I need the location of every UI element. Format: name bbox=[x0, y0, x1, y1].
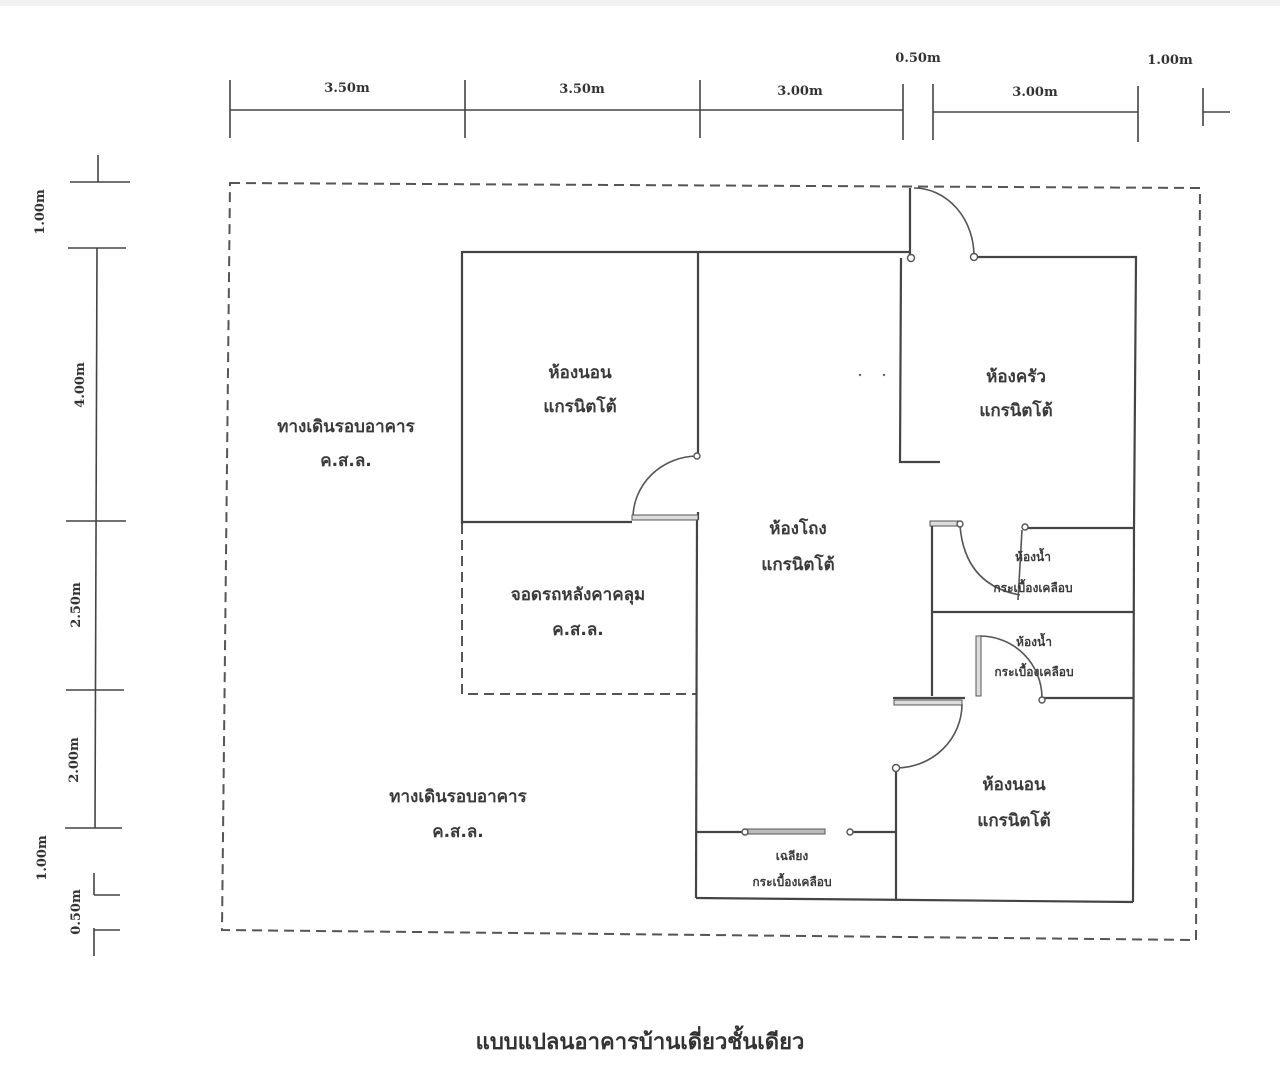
room-name: ห้องโถง bbox=[769, 518, 826, 539]
walkway-floor: ค.ส.ล. bbox=[320, 451, 372, 471]
door-swing-bedroom-1 bbox=[632, 455, 698, 519]
mark-dot bbox=[858, 373, 862, 377]
dim-label-left-1: 1.00m bbox=[33, 189, 48, 235]
room-porch: เฉลียง กระเบื้องเคลือบ bbox=[752, 849, 831, 889]
room-name: ห้องครัว bbox=[986, 367, 1046, 387]
dim-label-top-2: 3.50m bbox=[559, 82, 605, 97]
door-hinge bbox=[741, 828, 749, 836]
door-leaf-bathroom-2 bbox=[975, 635, 982, 697]
wall bbox=[694, 519, 699, 899]
walkway-west: ทางเดินรอบอาคาร ค.ส.ล. bbox=[277, 417, 415, 471]
left-dimension-chain: 1.00m 4.00m 2.50m 2.00m 1.00m 0.50m bbox=[33, 155, 130, 956]
door-swing-bathroom-1 bbox=[959, 525, 1021, 596]
room-labels: ห้องนอน แกรนิตโต้ ห้องครัว แกรนิตโต้ ห้อ… bbox=[277, 363, 1073, 889]
door-hinge bbox=[891, 763, 901, 773]
room-floor: ค.ส.ล. bbox=[552, 620, 604, 640]
room-name: ห้องนอน bbox=[548, 363, 612, 383]
door-swing-bedroom-2 bbox=[895, 703, 963, 769]
door-leaf-porch bbox=[744, 828, 826, 835]
room-bedroom-1: ห้องนอน แกรนิตโต้ bbox=[543, 363, 616, 417]
walkway-name: ทางเดินรอบอาคาร bbox=[389, 787, 527, 807]
plan-title: แบบแปลนอาคารบ้านเดี่ยวชั้นเดียว bbox=[475, 1030, 805, 1055]
door-hinge bbox=[969, 252, 979, 262]
door-swing-bathroom-2 bbox=[979, 635, 1043, 699]
site-boundary bbox=[220, 181, 1202, 942]
door-hinge bbox=[906, 253, 916, 263]
wall bbox=[1131, 527, 1136, 903]
room-name: ห้องนอน bbox=[982, 775, 1046, 795]
dim-label-left-4: 2.00m bbox=[67, 737, 82, 783]
building-walls bbox=[460, 188, 1138, 904]
room-floor: แกรนิตโต้ bbox=[979, 400, 1052, 421]
room-name: จอดรถหลังคาคลุม bbox=[511, 585, 645, 605]
dim-label-left-6: 0.50m bbox=[69, 889, 84, 935]
room-floor: แกรนิตโต้ bbox=[977, 810, 1050, 831]
door-leaf-bedroom-2 bbox=[893, 699, 963, 706]
room-bedroom-2: ห้องนอน แกรนิตโต้ bbox=[977, 775, 1050, 831]
room-kitchen: ห้องครัว แกรนิตโต้ bbox=[979, 367, 1052, 421]
door-leaf-bathroom-1 bbox=[929, 520, 961, 527]
dim-label-left-2: 4.00m bbox=[73, 362, 88, 408]
dim-label-left-3: 2.50m bbox=[69, 582, 84, 628]
carport-outline bbox=[461, 524, 697, 695]
room-name: เฉลียง bbox=[776, 849, 809, 863]
top-dimension-chain: 3.50m 3.50m 3.00m 0.50m 3.00m 1.00m bbox=[229, 51, 1230, 142]
door-leaf-bedroom-1 bbox=[631, 514, 699, 521]
room-floor: กระเบื้องเคลือบ bbox=[993, 578, 1072, 595]
door-hinge bbox=[1038, 696, 1046, 704]
room-living: ห้องโถง แกรนิตโต้ bbox=[761, 518, 834, 575]
room-name: ห้องน้ำ bbox=[1015, 547, 1051, 564]
dim-label-top-1: 3.50m bbox=[324, 81, 370, 96]
doors bbox=[631, 187, 1046, 836]
room-floor: กระเบื้องเคลือบ bbox=[994, 662, 1073, 679]
dim-line-left-b bbox=[94, 247, 98, 829]
door-hinge bbox=[1021, 523, 1029, 531]
dim-label-top-4: 0.50m bbox=[895, 51, 941, 66]
room-floor: กระเบื้องเคลือบ bbox=[752, 872, 831, 889]
wall bbox=[695, 896, 1134, 904]
door-hinge bbox=[846, 828, 854, 836]
top-edge-band bbox=[0, 0, 1280, 6]
mark-dot bbox=[882, 373, 886, 377]
dim-label-top-5: 3.00m bbox=[1012, 85, 1058, 100]
door-hinge bbox=[956, 520, 964, 528]
walkway-south: ทางเดินรอบอาคาร ค.ส.ล. bbox=[389, 787, 527, 842]
room-floor: แกรนิตโต้ bbox=[543, 396, 616, 417]
door-leaf-bathroom-1b bbox=[1017, 529, 1023, 601]
room-bathroom-2: ห้องน้ำ กระเบื้องเคลือบ bbox=[994, 632, 1073, 679]
dim-label-top-3: 3.00m bbox=[777, 84, 823, 99]
room-name: ห้องน้ำ bbox=[1016, 632, 1052, 649]
dim-label-left-5: 1.00m bbox=[35, 835, 50, 881]
room-bathroom-1: ห้องน้ำ กระเบื้องเคลือบ bbox=[993, 547, 1072, 595]
door-swing-entrance bbox=[913, 187, 975, 258]
wall bbox=[898, 257, 940, 464]
room-floor: แกรนิตโต้ bbox=[761, 554, 834, 575]
walkway-name: ทางเดินรอบอาคาร bbox=[277, 417, 415, 437]
wall bbox=[973, 255, 1138, 529]
wall bbox=[460, 250, 910, 524]
room-carport: จอดรถหลังคาคลุม ค.ส.ล. bbox=[511, 585, 645, 640]
door-hinge bbox=[693, 452, 701, 460]
walkway-floor: ค.ส.ล. bbox=[432, 822, 484, 842]
dim-label-top-6: 1.00m bbox=[1147, 53, 1193, 68]
